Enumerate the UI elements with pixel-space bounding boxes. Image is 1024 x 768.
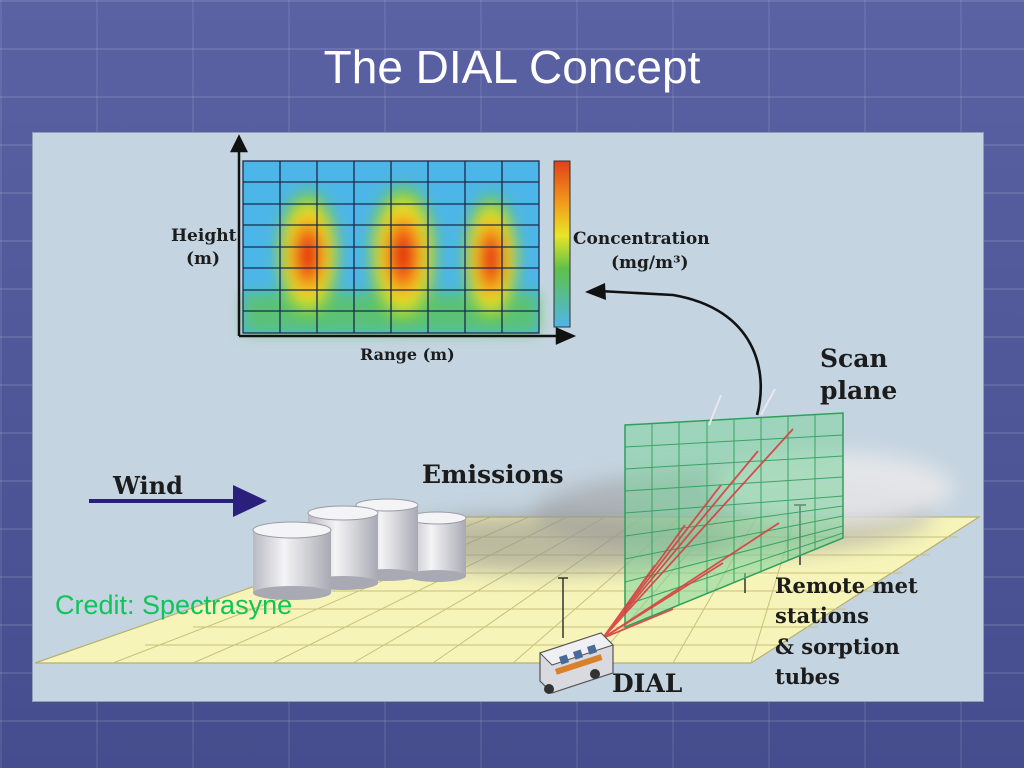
scan-plane-label-line2: plane	[820, 376, 897, 405]
slide-title: The DIAL Concept	[323, 41, 701, 93]
remote-label-line1: Remote met	[775, 573, 918, 598]
scan-to-heatmap-arrowhead	[585, 283, 606, 300]
scan-plane	[624, 412, 844, 629]
credit-text: Credit: Spectrasyne	[55, 590, 293, 620]
wind-arrow	[89, 485, 267, 517]
remote-label-line3: & sorption	[775, 634, 900, 659]
remote-label-line2: stations	[775, 603, 869, 628]
concentration-heatmap: Height (m) Range (m) Concentration (mg/m…	[171, 134, 710, 364]
storage-tanks	[252, 498, 467, 600]
beam-probes	[708, 388, 776, 426]
heatmap-grid	[242, 160, 540, 334]
dial-label: DIAL	[612, 669, 683, 698]
emissions-label: Emissions	[422, 460, 564, 489]
height-axis-label-line2: (m)	[186, 249, 220, 269]
dial-diagram-svg: Height (m) Range (m) Concentration (mg/m…	[34, 134, 982, 698]
dial-concept-figure: Height (m) Range (m) Concentration (mg/m…	[33, 133, 983, 701]
scan-plane-label-line1: Scan	[820, 344, 888, 373]
laser-beams	[602, 428, 794, 639]
colorbar-label-line1: Concentration	[573, 229, 710, 249]
wind-label: Wind	[112, 471, 183, 500]
colorbar-label-line2: (mg/m³)	[611, 253, 689, 273]
remote-label-line4: tubes	[775, 664, 840, 689]
heatmap-axes	[229, 134, 577, 345]
dial-truck	[539, 632, 614, 694]
height-axis-label-line1: Height	[171, 226, 237, 246]
range-axis-label: Range (m)	[360, 345, 455, 364]
tank	[252, 521, 332, 600]
scan-to-heatmap-arrow	[598, 289, 763, 416]
concentration-colorbar	[553, 160, 571, 328]
